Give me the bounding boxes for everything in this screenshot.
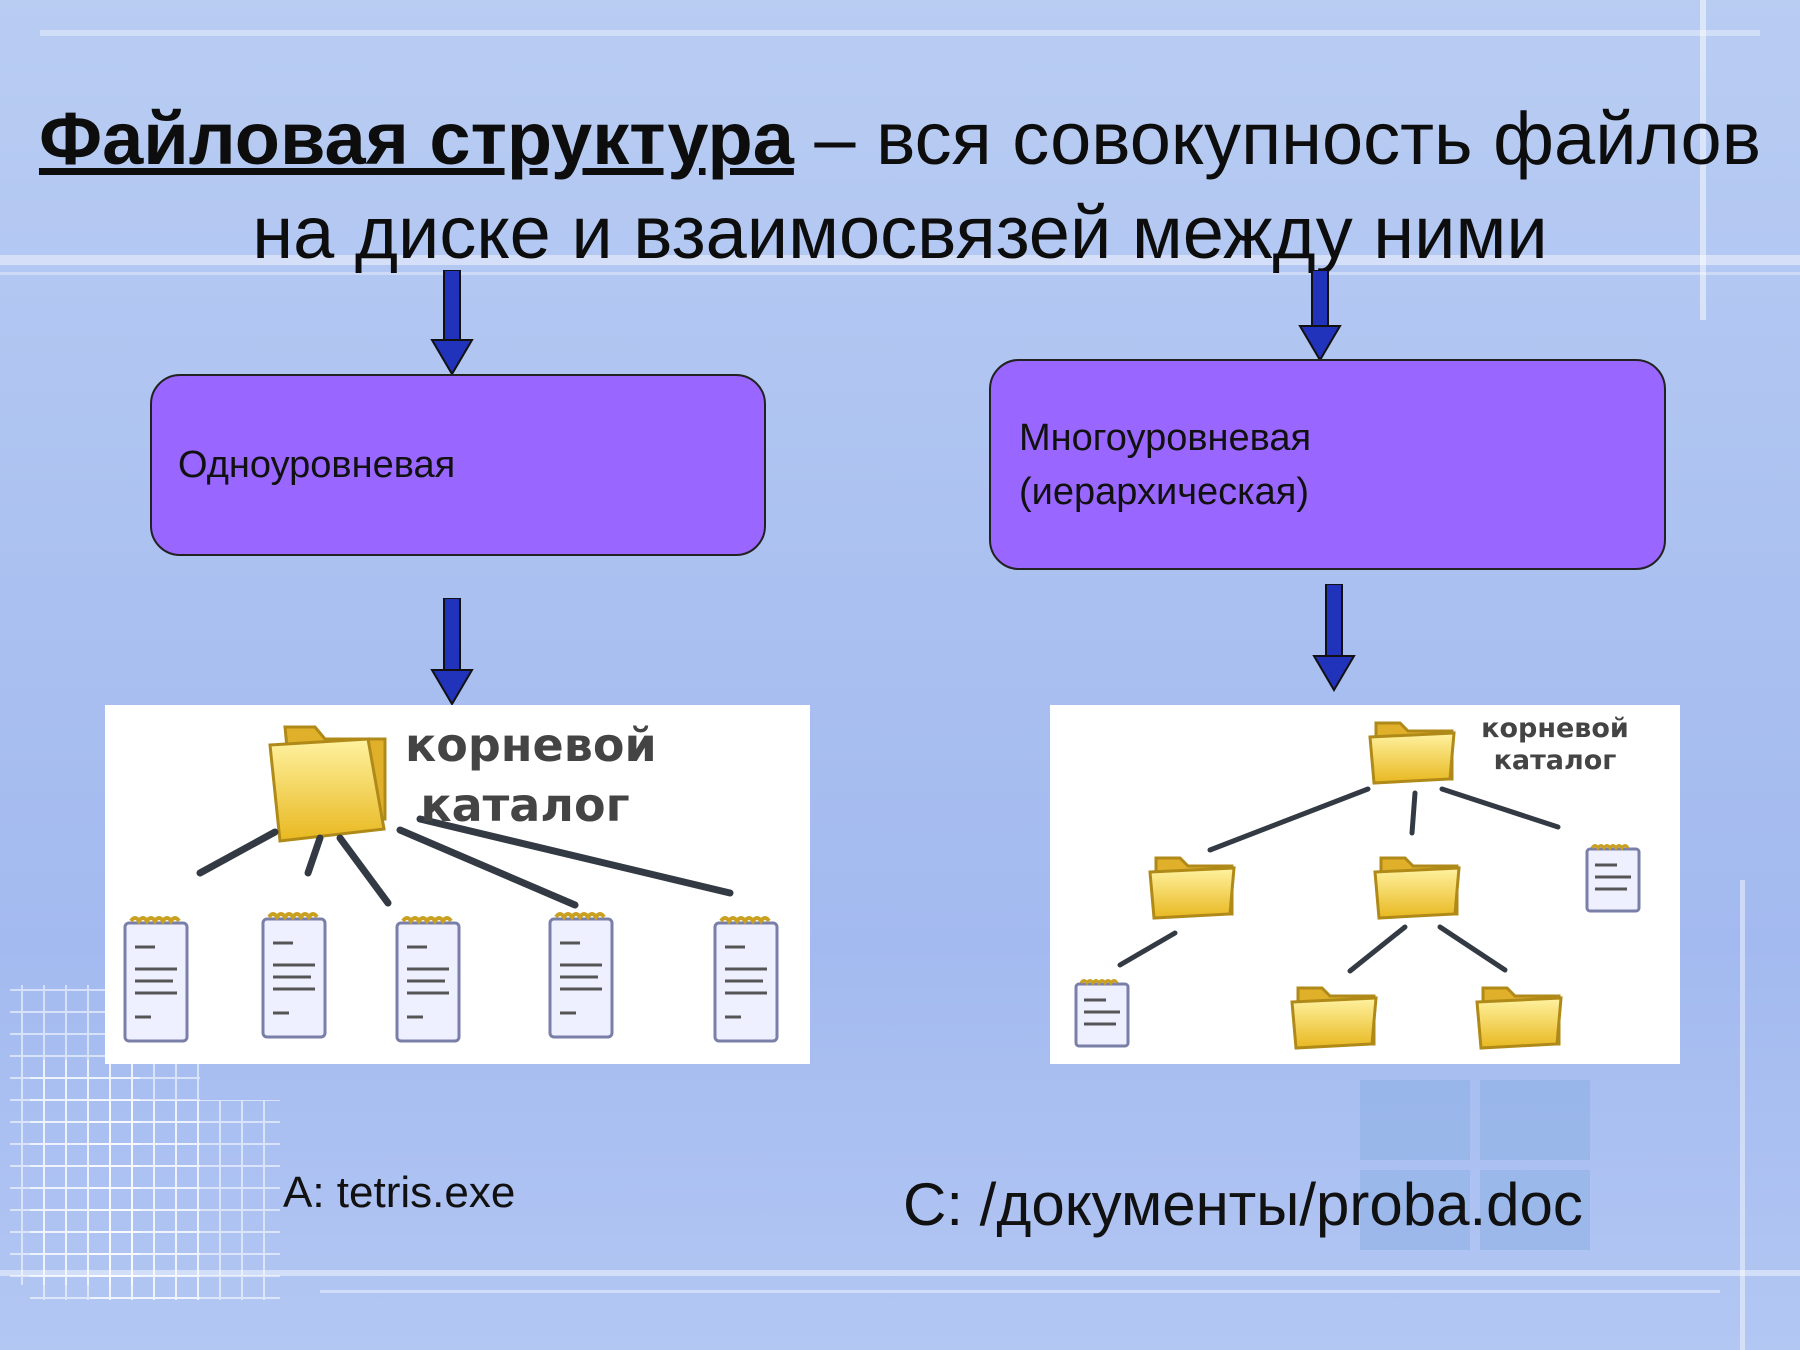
multi-level-label: Многоуровневая (иерархическая)	[1019, 416, 1312, 513]
multi-level-box: Многоуровневая (иерархическая)	[989, 359, 1666, 570]
file-icon	[1074, 979, 1130, 1048]
file-icon	[713, 916, 779, 1043]
root-folder-icon	[1368, 721, 1456, 785]
arrow-title-to-single	[430, 270, 474, 376]
folder-icon	[1290, 986, 1378, 1050]
slide-title: Файловая структура – вся совокупность фа…	[30, 92, 1770, 280]
root-folder-icon	[268, 725, 387, 843]
root-directory-label: корневой каталог	[405, 718, 657, 832]
arrow-title-to-multi	[1298, 270, 1342, 362]
single-level-path-example: A: tetris.exe	[283, 1168, 516, 1217]
folder-icon	[1148, 856, 1236, 920]
file-icon	[548, 912, 614, 1039]
file-icon	[123, 916, 189, 1043]
single-level-label: Одноуровневая	[178, 443, 456, 486]
file-icon	[1585, 844, 1641, 913]
single-level-box: Одноуровневая	[150, 374, 766, 556]
file-icon	[261, 912, 327, 1039]
folder-icon	[1373, 856, 1461, 920]
file-icon	[395, 916, 461, 1043]
multi-level-illustration: корневой каталог	[1050, 705, 1680, 1064]
title-term: Файловая структура	[38, 97, 794, 180]
multi-level-path-example: C: /документы/proba.doc	[903, 1171, 1583, 1238]
arrow-single-to-illustration	[430, 598, 474, 706]
folder-icon	[1475, 986, 1563, 1050]
arrow-multi-to-illustration	[1312, 584, 1356, 692]
root-directory-label: корневой каталог	[1481, 713, 1629, 776]
title-definition: – вся совокупность файлов на диске и вза…	[252, 97, 1762, 274]
single-level-illustration: корневой каталог	[105, 705, 810, 1064]
